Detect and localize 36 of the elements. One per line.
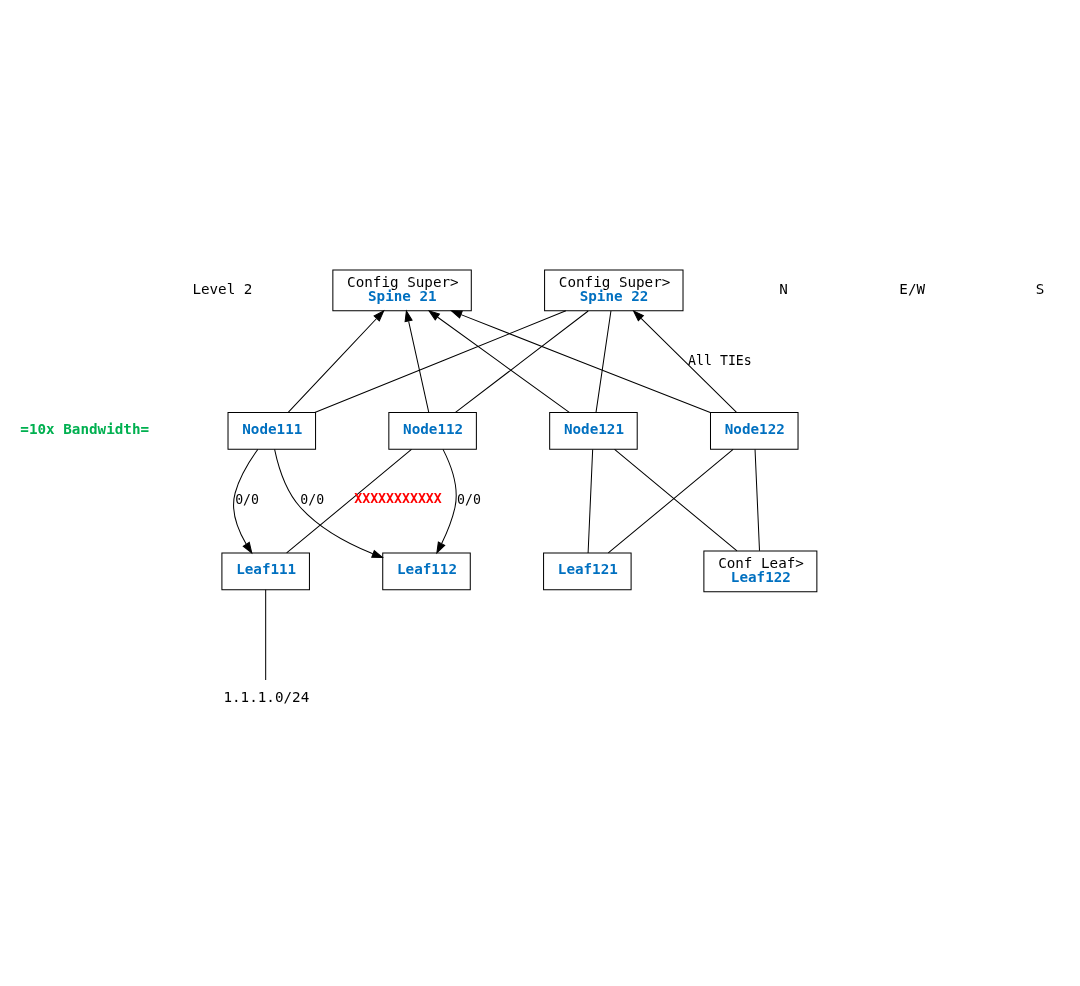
node-box: Conf Leaf> Leaf122 [703,550,818,592]
node-box: Config Super> Spine 21 [332,269,472,311]
label: =10x Bandwidth= [20,420,150,437]
arrow [287,309,385,413]
label: Level 2 [192,280,253,297]
label: E/W [899,280,926,297]
node-box: Leaf121 [543,552,632,590]
connector [754,448,760,551]
edge-label: 0/0 [235,491,260,507]
connector [314,309,567,413]
node-box: Leaf111 [221,552,310,590]
node-box: Config Super> Spine 22 [544,269,684,311]
connector [454,310,589,413]
arrow [404,309,430,413]
connector [587,448,594,553]
edge-label: XXXXXXXXXXX [354,490,442,506]
arrow [436,448,457,554]
node-box: Leaf112 [382,552,471,590]
connector [286,448,412,553]
arrow [427,309,570,413]
arrow [274,448,384,558]
edge-label: 0/0 [457,491,481,507]
edge-label: All TIEs [688,352,752,368]
node-box: Node111 [227,411,317,450]
arrow [449,309,711,413]
label: S [1035,280,1045,297]
arrow [632,309,737,413]
arrow [233,448,259,554]
connector [595,310,612,413]
node-box: Node122 [710,411,799,450]
connector [265,588,267,680]
node-box: Node121 [549,411,638,450]
node-box: Node112 [388,411,477,450]
edge-label: 0/0 [300,491,325,507]
node-text: 1.1.1.0/24 [223,688,310,705]
label: N [779,280,788,297]
